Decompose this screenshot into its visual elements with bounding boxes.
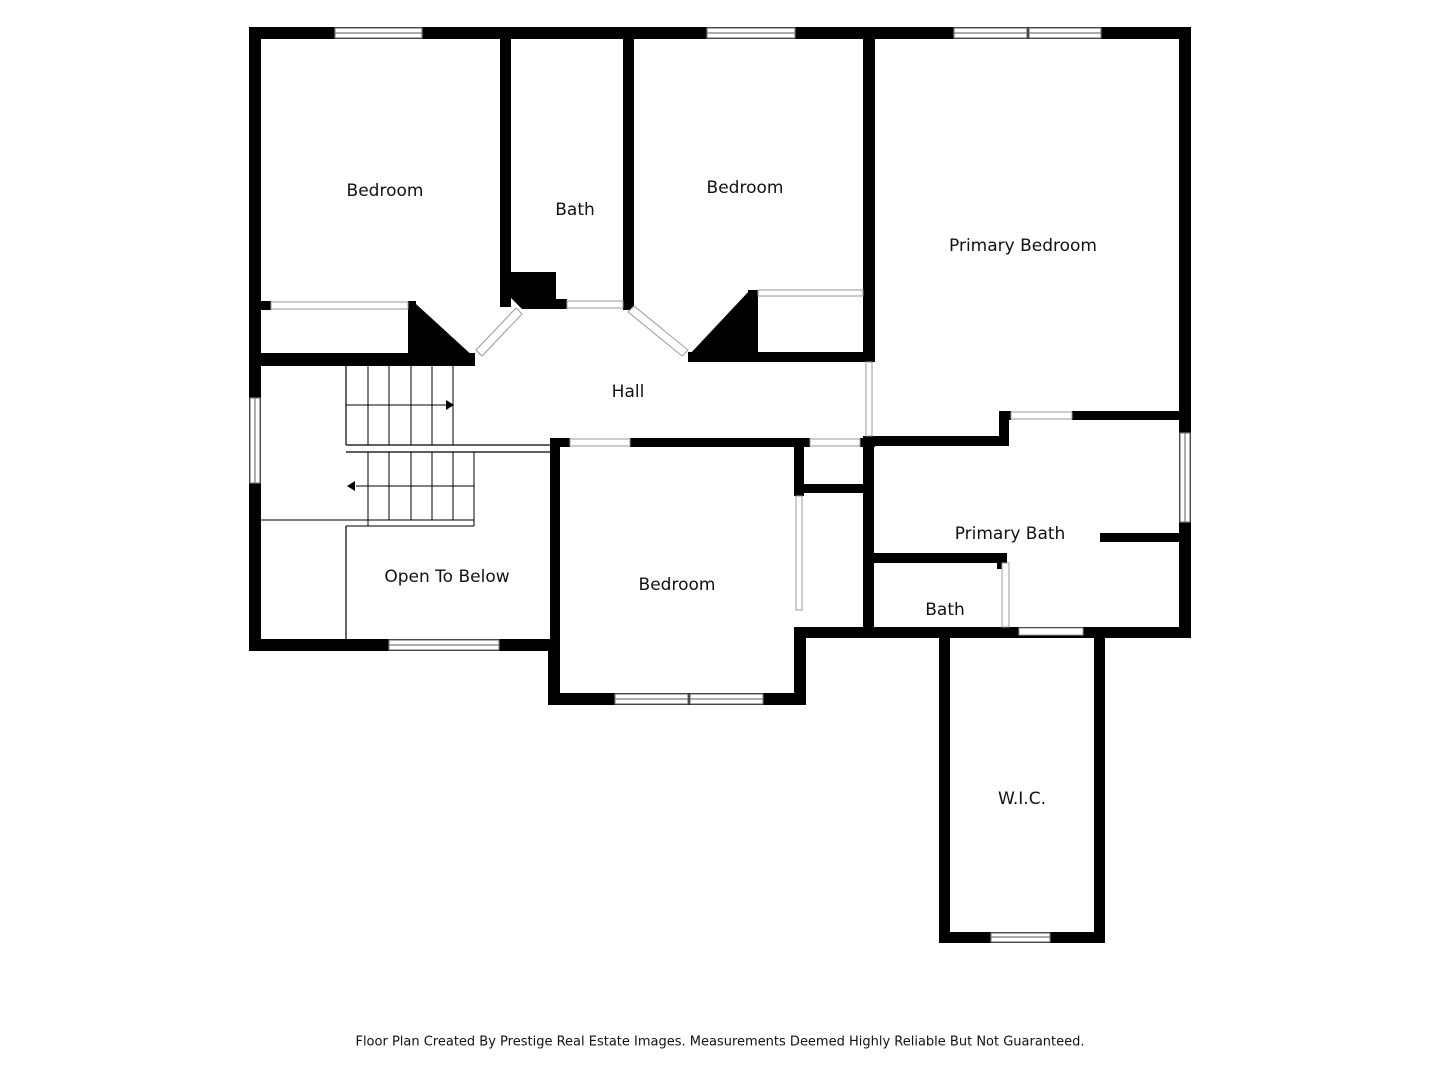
room-label-wic: W.I.C. [998,789,1046,809]
room-label-hall: Hall [611,382,645,402]
room-label-bedroom-nw: Bedroom [346,181,424,201]
exterior-walls [249,27,1191,943]
room-label-open-to-below: Open To Below [384,567,510,587]
windows [249,27,1191,943]
interior-walls [249,27,1191,651]
room-label-bedroom-south: Bedroom [638,575,716,595]
doors [270,289,1084,636]
footer-disclaimer: Floor Plan Created By Prestige Real Esta… [355,1034,1085,1050]
room-label-primary-bedroom: Primary Bedroom [949,236,1097,256]
stairs [261,366,551,639]
room-label-bath-small: Bath [925,600,965,620]
room-label-primary-bath: Primary Bath [954,524,1066,544]
room-label-bedroom-north: Bedroom [706,178,784,198]
room-label-bath-north: Bath [555,200,595,220]
